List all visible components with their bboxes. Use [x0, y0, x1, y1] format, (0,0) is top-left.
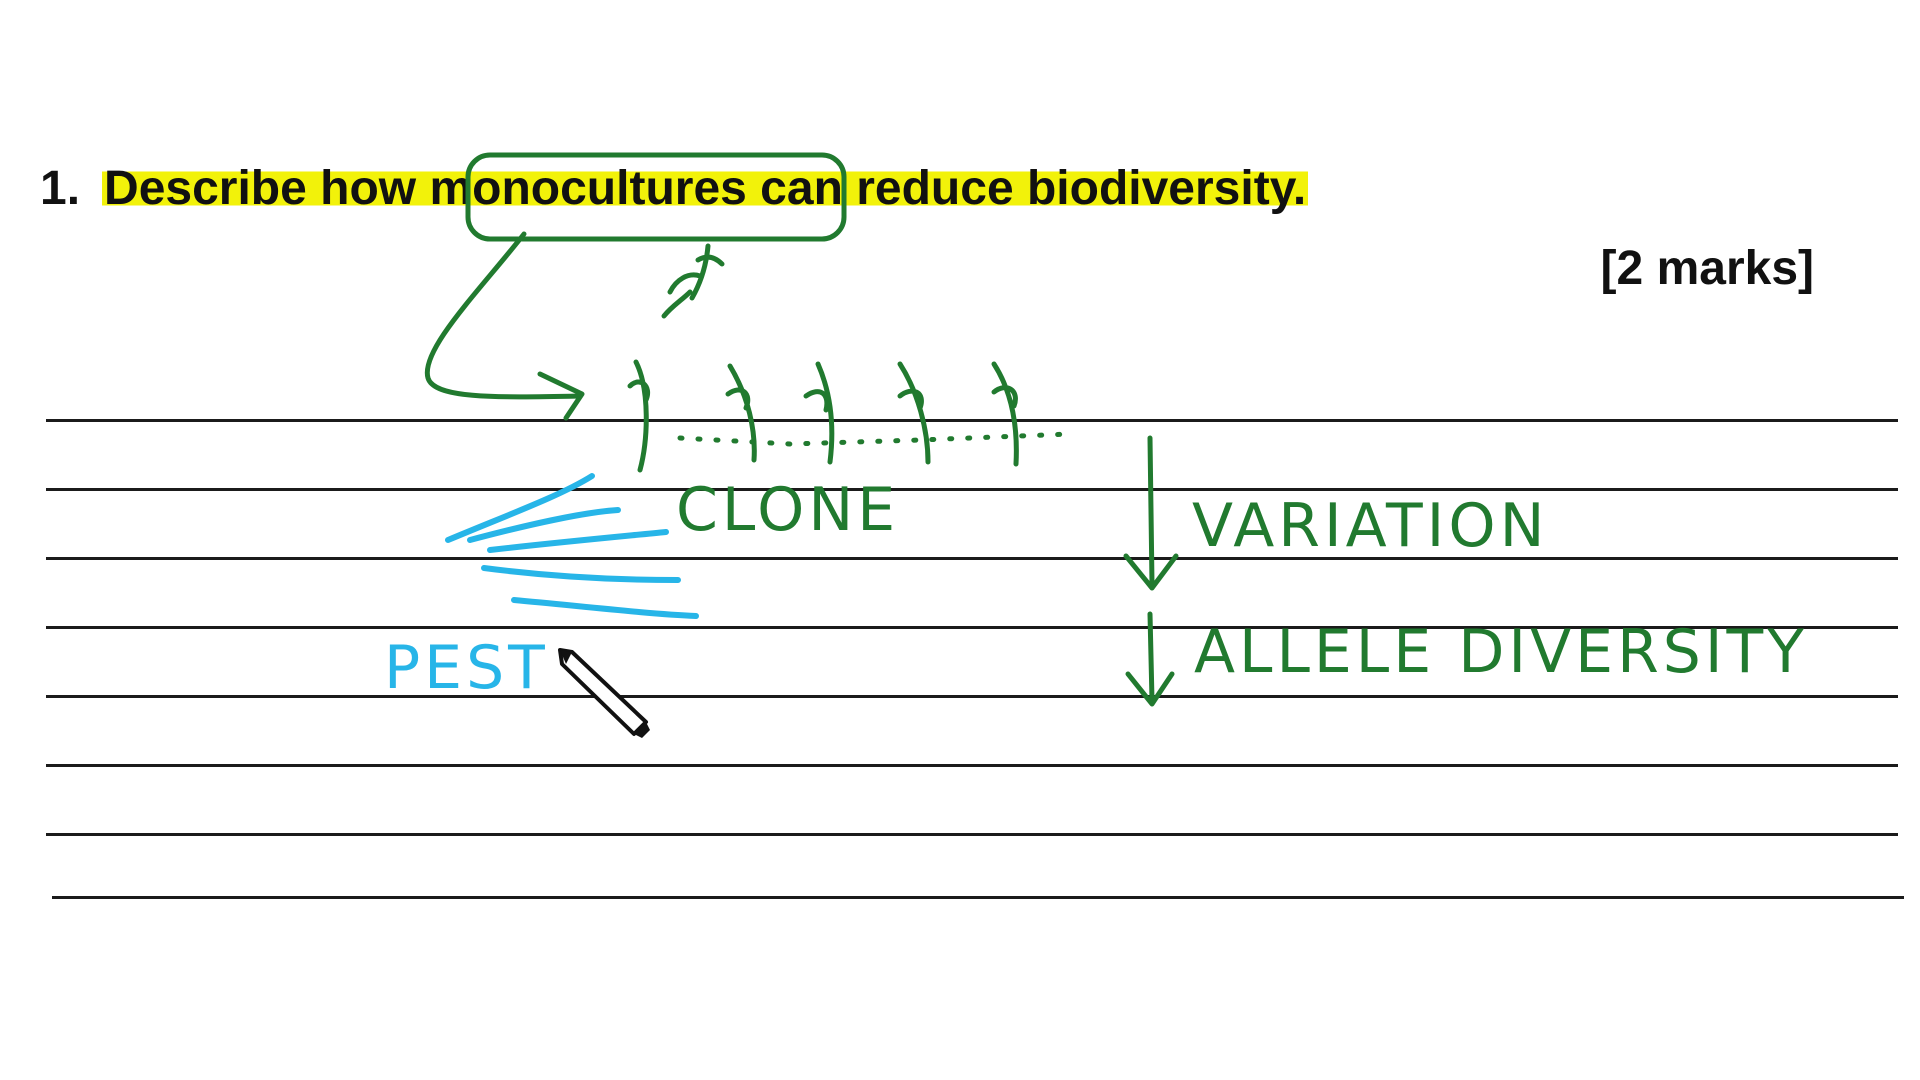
answer-line — [52, 896, 1904, 899]
plant-icon — [803, 361, 835, 465]
annotation-allele-diversity: ALLELE DIVERSITY — [1194, 617, 1808, 687]
curved-arrow — [424, 231, 583, 400]
answer-line — [46, 626, 1898, 629]
plant-icon — [627, 359, 650, 473]
answer-line — [46, 488, 1898, 491]
question-number: 1. — [40, 162, 81, 215]
plant-doodle — [661, 243, 725, 319]
answer-line — [46, 419, 1898, 422]
plant-icon — [991, 361, 1019, 467]
keyword-circle — [465, 152, 847, 242]
question-text-after: can reduce biodiversity. — [746, 162, 1307, 215]
question-keyword: monocultures — [429, 162, 747, 215]
question-highlight: Describe how monocultures can reduce bio… — [102, 162, 1309, 215]
answer-line — [46, 764, 1898, 767]
pest-strokes — [445, 473, 699, 619]
plant-icon — [897, 361, 931, 465]
question-text-before: Describe how — [104, 162, 430, 215]
plant-icon — [725, 363, 757, 463]
annotation-clone: CLONE — [676, 475, 899, 545]
arrow-down-icon — [1125, 611, 1175, 707]
plant-row — [627, 359, 1019, 473]
question-text: 1. Describe how monocultures can reduce b… — [40, 162, 1309, 215]
arrow-down-icon — [1123, 435, 1179, 591]
dotted-link-line — [677, 431, 1073, 447]
curved-arrow-head — [537, 371, 585, 421]
annotation-pest: PEST — [384, 633, 549, 703]
answer-line — [46, 557, 1898, 560]
annotation-variation: VARIATION — [1192, 491, 1548, 561]
answer-line — [46, 833, 1898, 836]
pen-cursor-icon — [558, 648, 650, 738]
marks-label: [2 marks] — [1600, 242, 1814, 295]
answer-line — [46, 695, 1898, 698]
